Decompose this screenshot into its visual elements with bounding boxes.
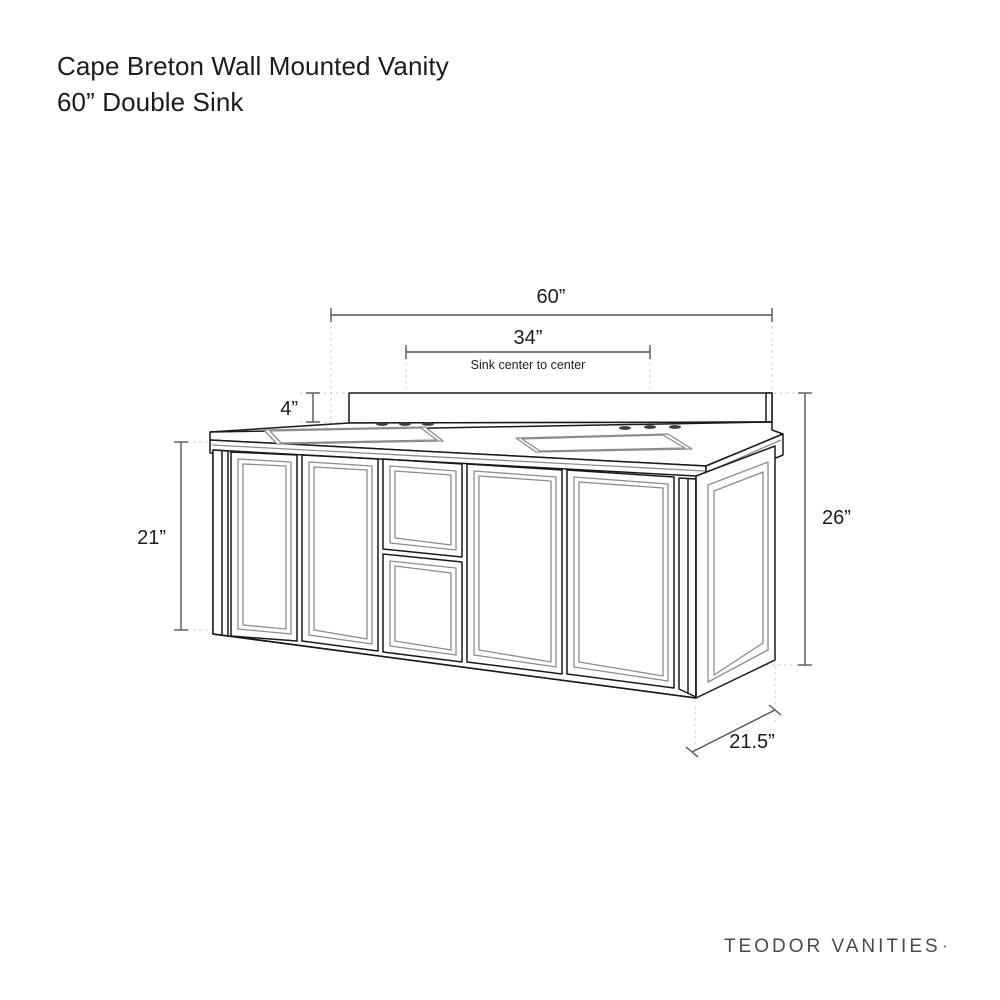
door-4[interactable] [566,469,675,689]
brand-logo: TEODOR VANITIES · [724,936,948,958]
faucet-hole-icon [399,422,411,426]
dimension-depth-label: 21.5” [729,731,775,753]
door-2[interactable] [301,454,379,652]
dimension-cabinet-height-label: 21” [137,527,166,549]
door-3[interactable] [466,463,563,675]
page-title: Cape Breton Wall Mounted Vanity 60” Doub… [57,48,697,120]
side-panel-right [707,461,769,683]
dimension-depth: 21.5” [685,704,782,758]
sink-right [515,425,693,453]
title-line-secondary: 60” Double Sink [57,87,244,117]
dimension-sink-center-label: 34” [514,327,543,349]
faucet-hole-icon [376,422,388,426]
brand-name: TEODOR VANITIES [723,936,941,957]
title-line-primary: Cape Breton Wall Mounted Vanity [57,51,449,81]
drawer-top[interactable] [382,458,463,558]
dimension-backsplash-label: 4” [280,398,298,420]
dimension-overall-height: 26” [798,392,851,666]
brand-mark: · [941,936,948,957]
faucet-hole-icon [619,426,631,430]
door-1[interactable] [230,451,298,642]
dimension-sink-center-caption: Sink center to center [471,358,586,372]
dimension-backsplash: 4” [280,392,320,423]
drawer-bottom[interactable] [382,553,463,663]
dimension-cabinet-height: 21” [137,441,188,631]
faucet-hole-icon [422,422,434,426]
dimension-width: 60” [330,286,773,322]
faucet-hole-icon [669,425,681,429]
cabinet-body [212,445,776,699]
sink-left [263,422,444,445]
faucet-hole-icon [644,425,656,429]
backsplash [348,392,773,424]
dimension-overall-height-label: 26” [822,507,851,529]
dimension-sink-center: 34” Sink center to center [405,327,651,372]
cabinet-right-stile [678,477,697,698]
dimension-width-label: 60” [537,286,566,308]
